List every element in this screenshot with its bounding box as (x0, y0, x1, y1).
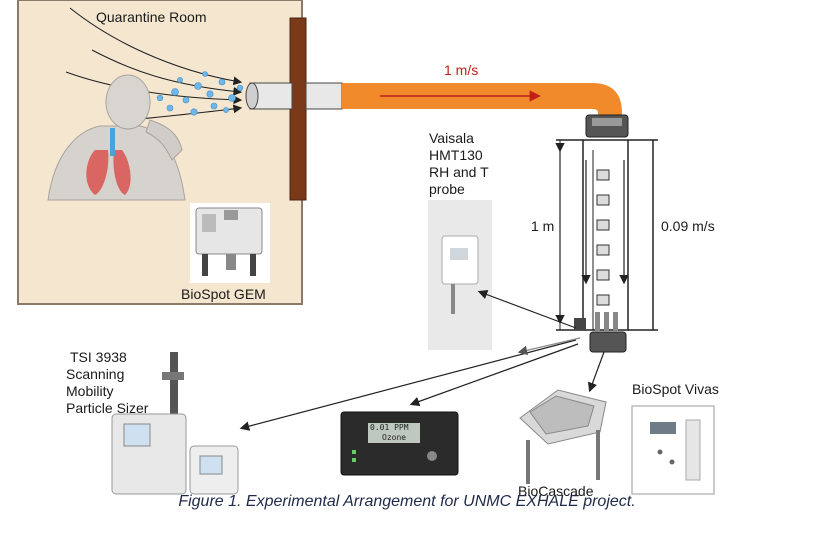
vaisala-label-line3: RH and T (429, 164, 489, 180)
biospot-gem-label: BioSpot GEM (181, 286, 266, 302)
biospot-vivas-device (631, 405, 715, 495)
tsi-label-line3: Mobility (66, 383, 114, 399)
droplets (156, 71, 244, 116)
pipe-velocity-label: 1 m/s (444, 62, 479, 78)
tsi-label-line1: TSI 3938 (70, 349, 127, 365)
tsi-label-line4: Particle Sizer (66, 400, 149, 416)
chamber-velocity-label: 0.09 m/s (661, 218, 715, 234)
biospot-gem-device (190, 203, 270, 283)
chamber-sample-ports (574, 312, 627, 353)
biocascade-device (519, 389, 607, 484)
ozone-display-word: Ozone (382, 433, 407, 442)
person (47, 74, 186, 201)
biospot-vivas-label: BioSpot Vivas (632, 381, 719, 397)
quarantine-room-label: Quarantine Room (96, 9, 207, 25)
chamber-particles (596, 169, 610, 306)
figure-caption: Figure 1. Experimental Arrangement for U… (178, 493, 636, 510)
vaisala-label-line1: Vaisala (429, 130, 474, 146)
vaisala-label-line4: probe (429, 181, 465, 197)
chamber-length-label: 1 m (531, 218, 555, 234)
biocascade-label: BioCascade (518, 483, 594, 499)
tsi-label-line2: Scanning (66, 366, 125, 382)
ozone-display-value: 0.01 PPM (370, 423, 409, 432)
vaisala-label-line2: HMT130 (429, 147, 483, 163)
tsi-instrument (111, 352, 239, 495)
ozone-monitor (340, 411, 459, 476)
instrument-arrows (239, 290, 605, 431)
exhaust-pipe (245, 82, 622, 116)
vaisala-probe (428, 200, 492, 350)
